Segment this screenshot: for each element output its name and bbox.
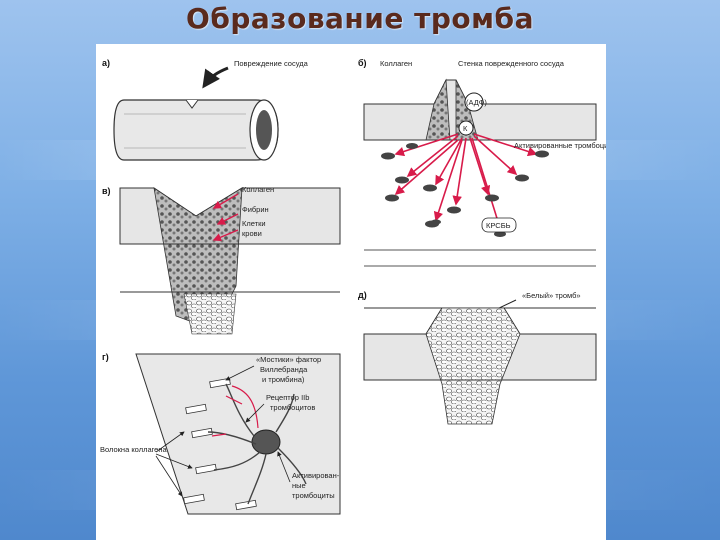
damaged-wall-label: Стенка поврежденного сосуда — [458, 59, 565, 68]
figure-drawing: а) Повреждение сосуда б) Коллаген Стенка… — [100, 58, 606, 515]
activated-label-3: тромбоциты — [292, 491, 335, 500]
panel-a: а) Повреждение сосуда — [102, 58, 309, 161]
cells-label: Клетки — [242, 219, 266, 228]
panel-v-letter: в) — [102, 186, 111, 196]
panel-d-letter: д) — [358, 290, 367, 300]
blood-label: крови — [242, 229, 262, 238]
k-label: К — [463, 124, 468, 133]
receptor-label-2: тромбоцитов — [270, 403, 315, 412]
collagen-label-v: Коллаген — [242, 185, 274, 194]
collagen-fibers — [183, 377, 257, 511]
collagen-fibers-label: Волокна коллагена — [100, 445, 167, 454]
panel-b-letter: б) — [358, 58, 367, 68]
bridges-label-3: и тромбина) — [262, 375, 305, 384]
fibrin-label: Фибрин — [242, 205, 269, 214]
slide-title: Образование тромба — [186, 2, 534, 35]
vessel-wound — [185, 99, 199, 109]
collagen-label-b: Коллаген — [380, 59, 412, 68]
bridges-label-1: «Мостики» фактор — [256, 355, 321, 364]
damage-arrow — [202, 66, 229, 89]
panel-b: б) Коллаген Стенка поврежденного сосуда … — [358, 58, 606, 267]
white-thrombus-label: «Белый» тромб» — [522, 291, 581, 300]
panel-v: в) Коллаген Фибрин Клетки крови — [102, 185, 341, 335]
activated-platelet-g — [251, 429, 281, 455]
bridges-label-2: Виллебранда — [260, 365, 308, 374]
activated-platelets-b — [381, 143, 549, 237]
receptor-label-1: Рецептор IIb — [266, 393, 309, 402]
activated-platelets-label: Активированные тромбоциты — [514, 141, 606, 150]
activated-label-2: ные — [292, 481, 306, 490]
panel-g: г) — [100, 352, 341, 515]
vessel-lumen — [256, 110, 272, 150]
thrombus-formation-figure: а) Повреждение сосуда б) Коллаген Стенка… — [96, 44, 606, 540]
white-thrombus — [425, 307, 521, 425]
activation-arrows — [394, 133, 538, 230]
panel-a-letter: а) — [102, 58, 110, 68]
panel-g-letter: г) — [102, 352, 109, 362]
activated-label-1: Активирован- — [292, 471, 340, 480]
panel-d: д) «Белый» тромб» — [358, 290, 597, 425]
krsb-label: КРСБЬ — [486, 221, 511, 230]
adp-label: (АДФ) — [466, 98, 487, 107]
vessel-damage-label: Повреждение сосуда — [234, 59, 309, 68]
